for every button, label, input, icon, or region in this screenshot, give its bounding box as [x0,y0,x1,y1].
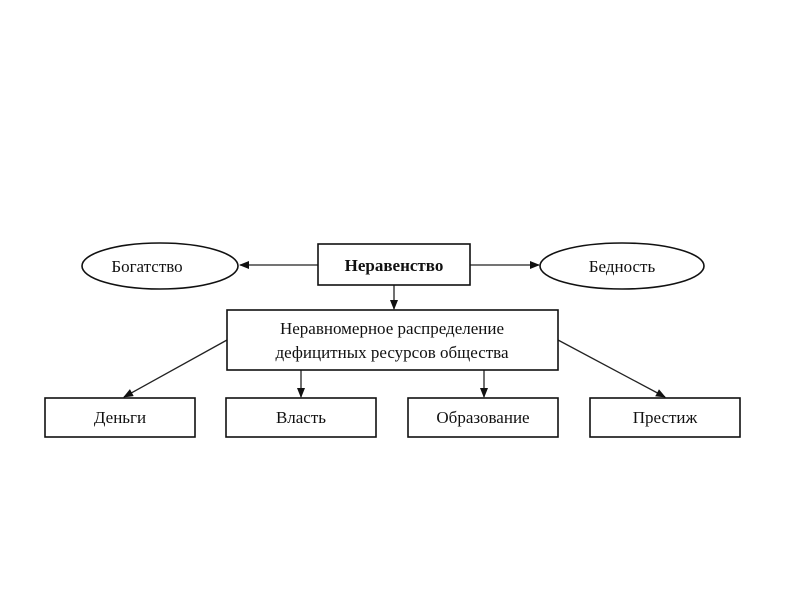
prestige-label: Престиж [633,408,698,427]
education-label: Образование [436,408,529,427]
poverty-node: Бедность [539,242,705,290]
distribution-node: Неравномерное распределение дефицитных р… [226,309,559,371]
prestige-node: Престиж [589,397,741,438]
poverty-label: Бедность [589,257,656,276]
power-node: Власть [225,397,377,438]
education-node: Образование [407,397,559,438]
arrow-to-prestige [557,339,666,398]
arrow-to-money [123,339,228,398]
money-node: Деньги [44,397,196,438]
power-label: Власть [276,408,326,427]
wealth-label: Богатство [111,257,182,276]
distribution-line-1: Неравномерное распределение [280,319,504,338]
inequality-node: Неравенство [317,243,471,286]
wealth-node: Богатство [81,242,239,290]
inequality-label: Неравенство [345,256,444,275]
distribution-line-2: дефицитных ресурсов общества [275,343,509,362]
money-label: Деньги [94,408,146,427]
